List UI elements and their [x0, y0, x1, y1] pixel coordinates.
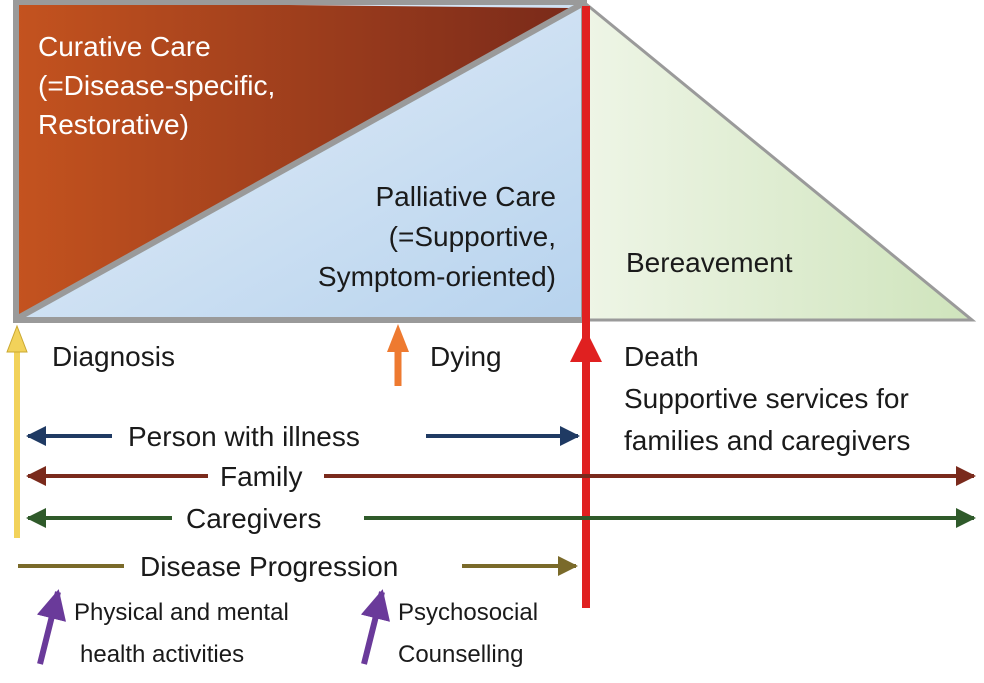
palliative-label-2: (=Supportive,	[389, 221, 556, 252]
dying-arrowhead	[387, 324, 409, 352]
psychosocial-label-1: Psychosocial	[398, 599, 538, 626]
support-services-label-2: families and caregivers	[624, 425, 910, 456]
physical-activity-arrow	[36, 589, 67, 665]
death-arrowhead	[570, 330, 602, 362]
caregivers-label: Caregivers	[186, 503, 321, 534]
curative-label-1: Curative Care	[38, 31, 211, 62]
curative-label-2: (=Disease-specific,	[38, 70, 275, 101]
death-label: Death	[624, 341, 699, 372]
diagnosis-label: Diagnosis	[52, 341, 175, 372]
care-diagonal	[16, 1, 584, 321]
support-services-label-1: Supportive services for	[624, 383, 909, 414]
palliative-label-1: Palliative Care	[375, 181, 556, 212]
person-with-illness-label: Person with illness	[128, 421, 360, 452]
disease-progression-label: Disease Progression	[140, 551, 398, 582]
diagnosis-arrowhead	[6, 324, 28, 353]
psychosocial-arrow	[360, 589, 391, 665]
physical-activity-label-1: Physical and mental	[74, 599, 289, 626]
family-label: Family	[220, 461, 302, 492]
dying-label: Dying	[430, 341, 502, 372]
physical-activity-label-2: health activities	[80, 641, 244, 668]
bereavement-label: Bereavement	[626, 247, 793, 278]
curative-label-3: Restorative)	[38, 109, 189, 140]
palliative-label-3: Symptom-oriented)	[318, 261, 556, 292]
psychosocial-label-2: Counselling	[398, 641, 523, 668]
